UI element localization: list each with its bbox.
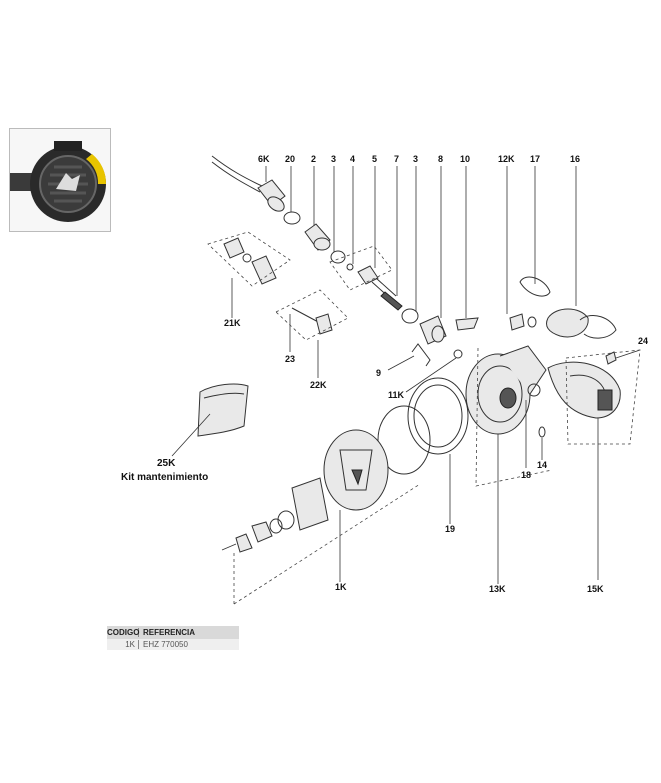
part-2-nut [304,223,331,251]
part-6k-fitting [257,179,286,212]
part-nut [251,521,273,543]
part-3-oring [330,250,346,264]
label-17: 17 [530,154,540,164]
dashed-group-outlines [207,231,641,605]
hose-line-2 [211,161,261,193]
axis-line [221,543,237,551]
part-11k-screw [453,349,463,359]
label-7: 7 [394,154,399,164]
part-9-clip [411,343,431,367]
label-21k: 21K [224,318,241,328]
reference-table: CODIGO REFERENCIA 1K EHZ 770050 [107,626,239,650]
label-3a: 3 [331,154,336,164]
part-3-oring-2 [401,308,419,324]
label-2: 2 [311,154,316,164]
regulator-thumbnail-icon [10,129,110,231]
cell-code: 1K [107,640,139,649]
label-23: 23 [285,354,295,364]
label-8: 8 [438,154,443,164]
label-18: 18 [521,470,531,480]
label-5: 5 [372,154,377,164]
part-1k-front-cover [323,429,389,511]
label-3b: 3 [413,154,418,164]
part-purge-button [291,477,329,531]
label-11k: 11K [388,390,405,400]
header-referencia: REFERENCIA [143,628,196,637]
part-ring-b [269,518,283,534]
part-8-housing [419,315,447,345]
label-20: 20 [285,154,295,164]
part-large-oring [377,405,431,475]
label-10: 10 [460,154,470,164]
label-22k: 22K [310,380,327,390]
part-21k-fittings [223,237,277,285]
label-1k: 1K [335,582,347,592]
part-4-washer [346,263,354,271]
part-10-lever [455,317,479,331]
part-12k-button [509,313,537,331]
part-25k-kit-bag [197,383,249,437]
label-15k: 15K [587,584,604,594]
label-kit-mantenimiento: Kit mantenimiento [121,472,208,483]
label-14: 14 [537,460,547,470]
part-15k-cover [547,361,621,419]
part-13k-housing [465,345,547,435]
label-6k: 6K [258,154,270,164]
label-25k: 25K [157,458,176,469]
regulator-photo [9,128,111,232]
label-19: 19 [445,524,455,534]
part-5-valve [357,265,397,301]
hose-line [211,155,263,187]
label-16: 16 [570,154,580,164]
table-header: CODIGO REFERENCIA [107,626,239,639]
part-16-mouthpiece [546,308,617,339]
part-22k-pin [291,307,333,335]
part-20-oring [283,211,301,225]
part-end-cap [235,533,253,553]
table-row: 1K EHZ 770050 [107,639,239,650]
part-14-valve [538,426,546,438]
label-9: 9 [376,368,381,378]
label-13k: 13K [489,584,506,594]
header-codigo: CODIGO [107,628,140,637]
part-18-oring [527,383,541,397]
part-7-spring [380,291,403,311]
part-19-diaphragm [407,377,469,455]
cell-ref: EHZ 770050 [143,640,188,649]
part-17-clip [519,276,551,297]
leader-lines [171,166,641,584]
label-12k: 12K [498,154,515,164]
label-4: 4 [350,154,355,164]
label-24: 24 [638,336,648,346]
part-24-screw [605,351,617,365]
part-ring-a [277,510,295,530]
